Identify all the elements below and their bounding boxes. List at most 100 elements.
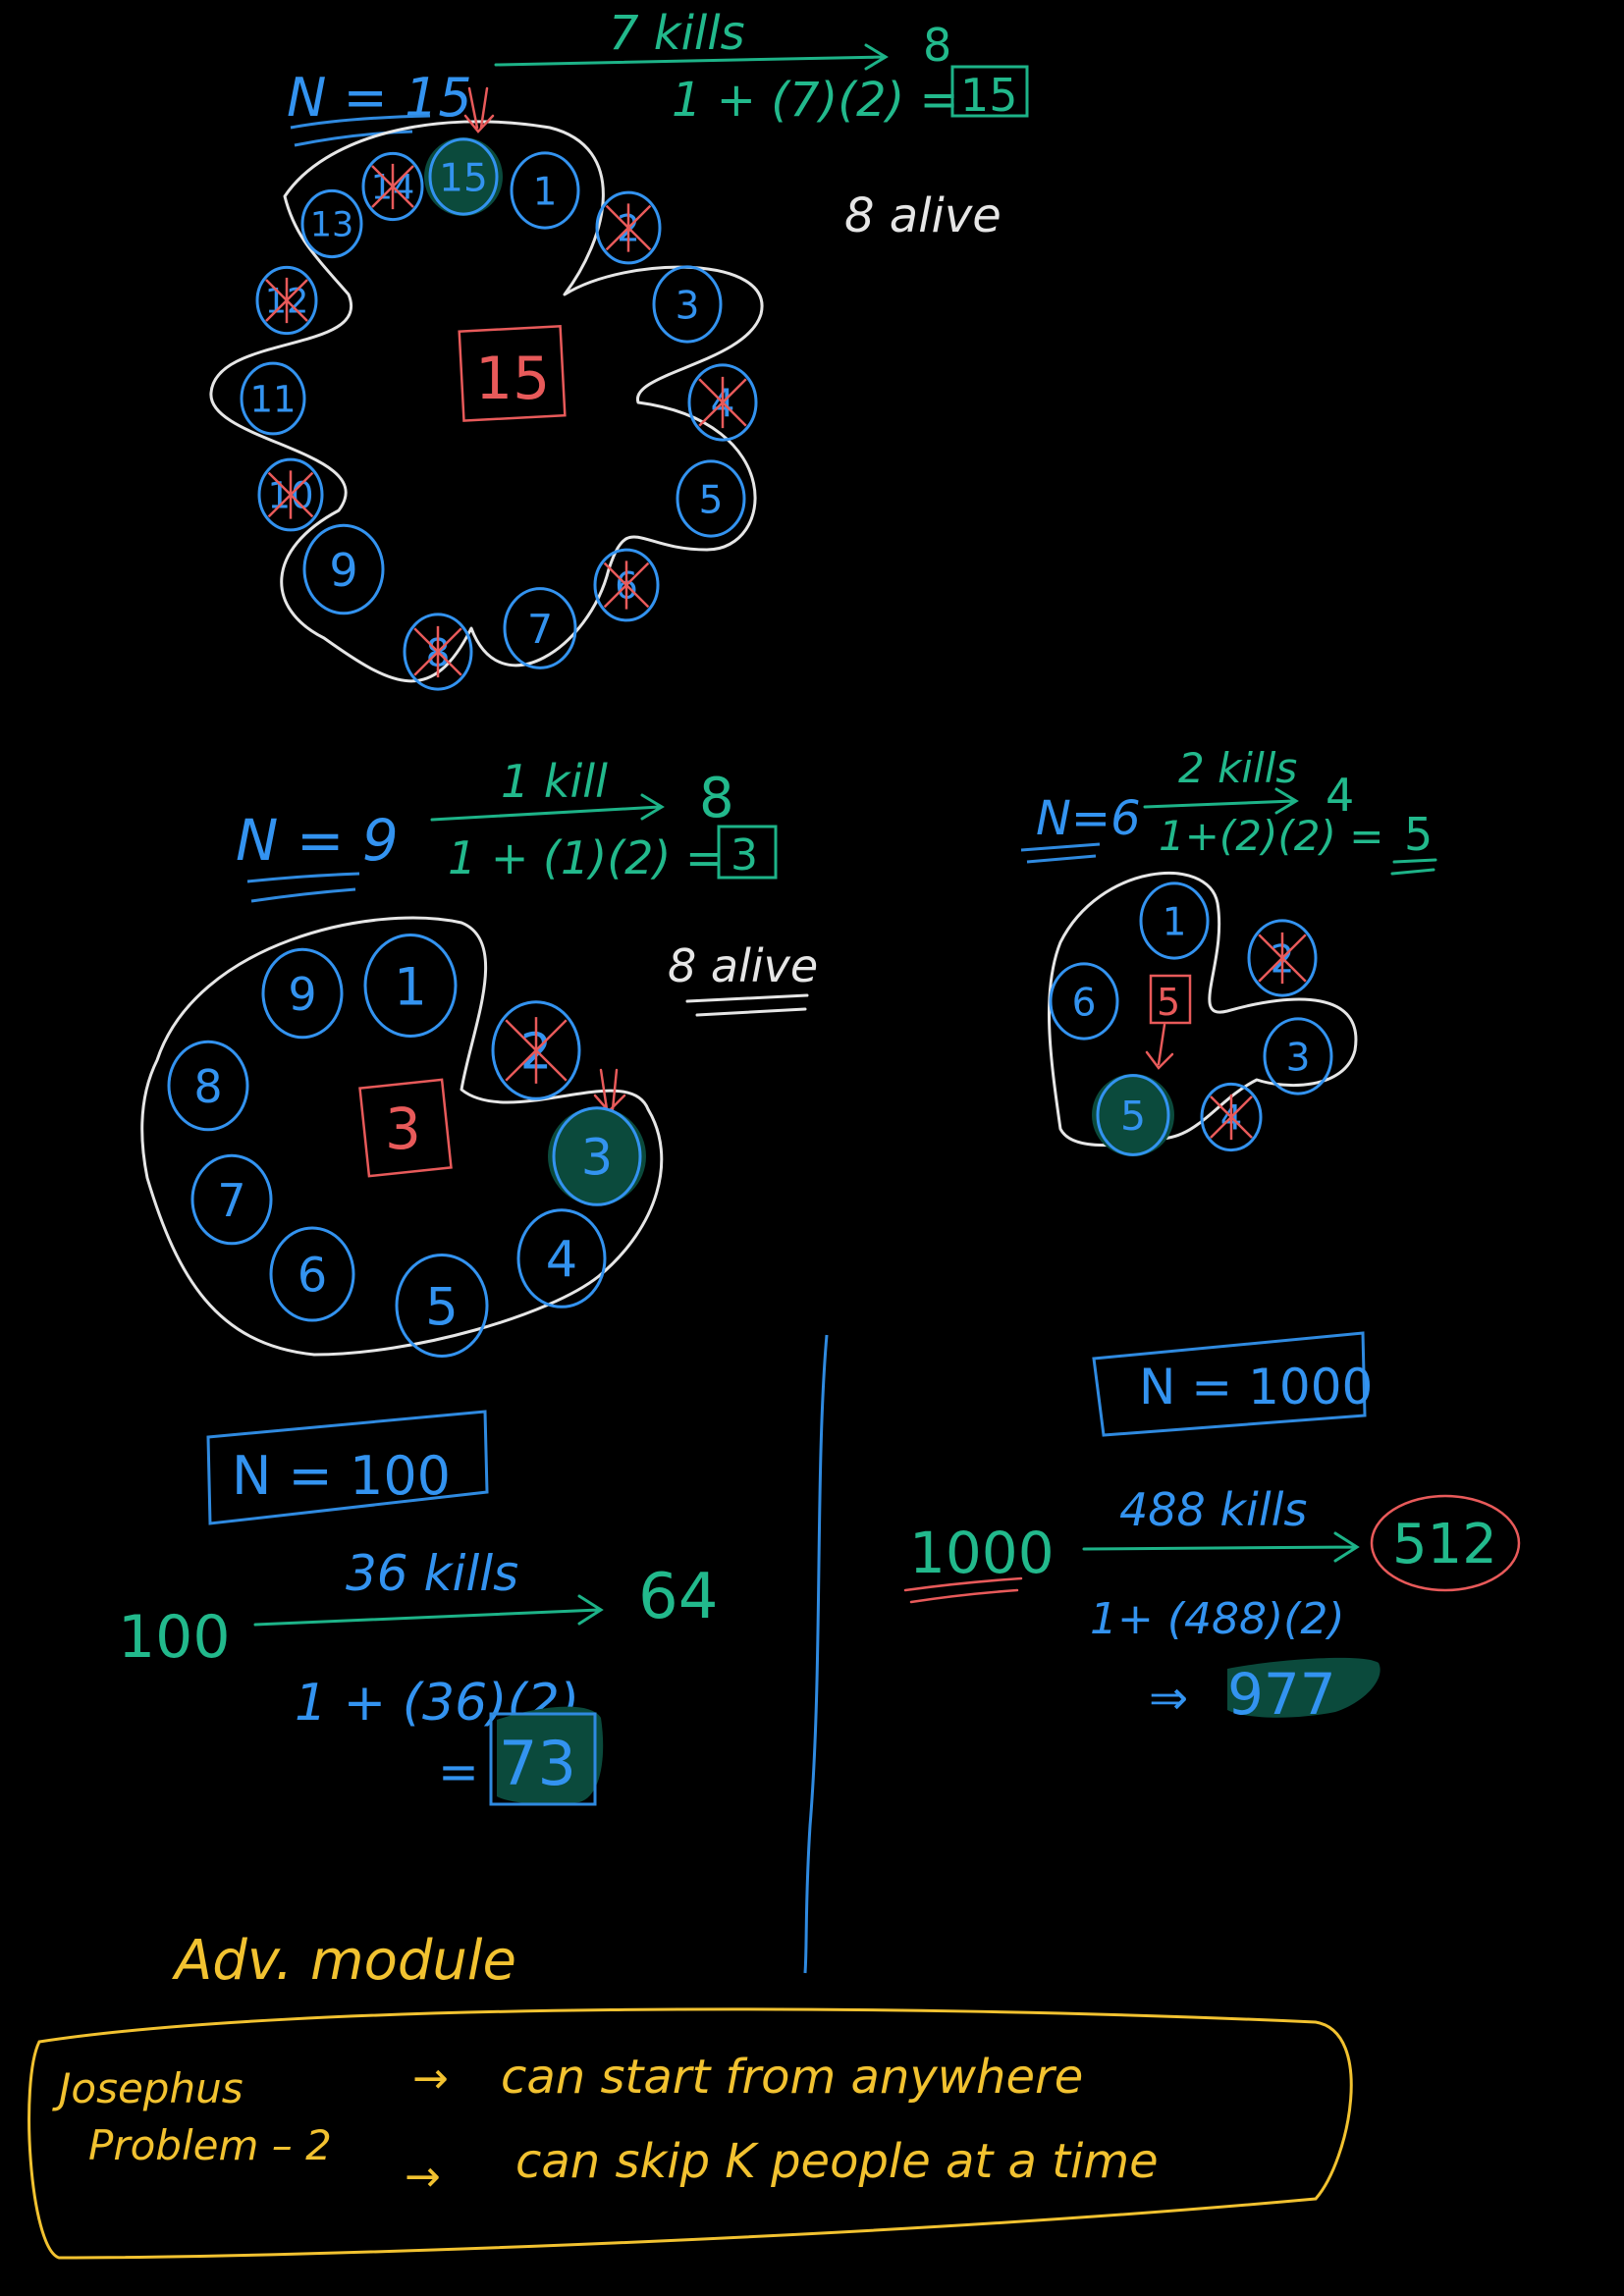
node-diagram15-13: 13 bbox=[300, 188, 363, 259]
n1000-result: 977 bbox=[1227, 1661, 1336, 1728]
n15-label: N = 15 bbox=[287, 67, 472, 129]
node-label: 4 bbox=[546, 1231, 577, 1289]
node-label: 1 bbox=[533, 170, 558, 214]
n9-alive-underline bbox=[685, 993, 809, 1017]
node-label: 15 bbox=[439, 156, 488, 200]
n6-label: N=6 bbox=[1036, 791, 1141, 846]
n9-kills-label: 1 kill bbox=[501, 755, 608, 808]
example-n100: N = 100 100 36 kills 64 1 + (36)(2) = 73 bbox=[118, 1410, 718, 1806]
node-diagram6-3: 4 bbox=[1200, 1082, 1263, 1152]
node-diagram9-0: 1 bbox=[363, 933, 458, 1039]
n100-arrow-target: 64 bbox=[638, 1561, 718, 1633]
n6-center: 5 bbox=[1157, 981, 1180, 1024]
n1000-start-underline bbox=[903, 1576, 1023, 1604]
n1000-formula: 1+ (488)(2) bbox=[1090, 1594, 1345, 1644]
bullet1-arrow: → bbox=[412, 2054, 449, 2104]
n100-result-highlight bbox=[497, 1706, 604, 1804]
n1000-kills-label: 488 kills bbox=[1119, 1483, 1307, 1536]
n9-underline bbox=[246, 872, 360, 903]
n6-arrow-target: 4 bbox=[1326, 769, 1354, 822]
diagram-n15: N = 15 7 kills 8 1 + (7)(2) = 15 8 alive… bbox=[209, 6, 1029, 691]
n9-outline bbox=[140, 916, 664, 1357]
node-diagram9-5: 6 bbox=[269, 1226, 355, 1322]
n6-pointer-arrow bbox=[1145, 1023, 1174, 1070]
node-label: 5 bbox=[1120, 1093, 1146, 1140]
n100-arrow bbox=[253, 1594, 604, 1627]
node-label: 5 bbox=[425, 1277, 459, 1337]
node-label: 1 bbox=[394, 957, 427, 1017]
node-label: 13 bbox=[310, 206, 354, 245]
n1000-label-box bbox=[1092, 1331, 1367, 1437]
eliminated-mark bbox=[698, 376, 747, 429]
node-label: 8 bbox=[193, 1060, 222, 1113]
n100-result: 73 bbox=[499, 1728, 576, 1799]
n9-alive-note: 8 alive bbox=[668, 939, 818, 992]
node-label: 3 bbox=[1286, 1036, 1311, 1080]
node-diagram15-0: 15 bbox=[424, 137, 503, 216]
node-diagram15-6: 6 bbox=[593, 548, 660, 622]
node-label: 7 bbox=[217, 1174, 245, 1227]
n100-label: N = 100 bbox=[232, 1445, 451, 1507]
n6-arrow bbox=[1143, 787, 1299, 815]
n9-center-box bbox=[358, 1078, 453, 1178]
node-label: 6 bbox=[1072, 981, 1097, 1025]
n9-center: 3 bbox=[385, 1095, 421, 1162]
n15-start-arrow bbox=[463, 86, 495, 133]
bullet2-arrow: → bbox=[405, 2152, 441, 2202]
node-label: 5 bbox=[699, 478, 724, 522]
n15-outline bbox=[209, 120, 764, 683]
node-diagram9-7: 8 bbox=[167, 1040, 249, 1132]
vertical-divider bbox=[803, 1334, 829, 1974]
n100-result-box bbox=[489, 1712, 597, 1806]
node-label: 11 bbox=[249, 378, 296, 420]
eliminated-mark bbox=[267, 470, 314, 519]
node-diagram15-8: 8 bbox=[403, 613, 473, 691]
n1000-arrow bbox=[1082, 1531, 1360, 1563]
node-diagram15-4: 4 bbox=[687, 363, 758, 442]
node-diagram15-2: 2 bbox=[595, 190, 662, 265]
n1000-label: N = 1000 bbox=[1139, 1359, 1373, 1415]
n15-kills-label: 7 kills bbox=[609, 6, 745, 61]
node-diagram9-1: 2 bbox=[491, 1000, 581, 1100]
node-diagram15-11: 11 bbox=[240, 361, 306, 436]
bullet1-text: can start from anywhere bbox=[501, 2050, 1083, 2105]
n9-result-box bbox=[717, 825, 778, 880]
node-diagram15-7: 7 bbox=[503, 587, 577, 669]
node-diagram15-1: 1 bbox=[510, 151, 580, 230]
n15-formula: 1 + (7)(2) = bbox=[672, 73, 959, 128]
n6-result-underline bbox=[1390, 858, 1437, 876]
node-diagram15-12: 12 bbox=[255, 265, 318, 336]
n15-underline bbox=[290, 114, 431, 147]
node-diagram9-3: 4 bbox=[516, 1208, 607, 1308]
n1000-target-circle bbox=[1370, 1494, 1521, 1592]
node-diagram9-4: 5 bbox=[395, 1253, 489, 1359]
node-diagram15-9: 9 bbox=[302, 523, 385, 615]
n15-center: 15 bbox=[475, 345, 550, 413]
node-diagram6-4: 5 bbox=[1092, 1074, 1174, 1156]
n9-formula: 1 + (1)(2) = bbox=[448, 831, 724, 884]
n6-kills-label: 2 kills bbox=[1178, 744, 1297, 792]
n6-center-box bbox=[1149, 974, 1192, 1025]
n1000-arrow-target: 512 bbox=[1392, 1513, 1497, 1576]
n15-center-box bbox=[458, 324, 567, 422]
n15-arrow bbox=[494, 43, 889, 71]
eliminated-mark bbox=[1210, 1094, 1253, 1141]
n1000-result-highlight bbox=[1227, 1657, 1380, 1718]
n15-arrow-target: 8 bbox=[923, 19, 951, 72]
eliminated-mark bbox=[603, 561, 650, 610]
n100-start: 100 bbox=[118, 1603, 231, 1672]
n15-result: 15 bbox=[960, 69, 1018, 122]
n15-result-box bbox=[950, 65, 1029, 118]
node-diagram6-2: 3 bbox=[1263, 1017, 1333, 1095]
eliminated-mark bbox=[505, 1017, 568, 1084]
n15-alive-note: 8 alive bbox=[844, 188, 1001, 243]
node-diagram9-6: 7 bbox=[190, 1153, 273, 1246]
advanced-module-note: Adv. module Josephus Problem – 2 → can s… bbox=[27, 1929, 1353, 2260]
bullet2-text: can skip K people at a time bbox=[515, 2134, 1159, 2189]
node-label: 3 bbox=[676, 284, 700, 328]
footer-box bbox=[27, 2007, 1353, 2260]
